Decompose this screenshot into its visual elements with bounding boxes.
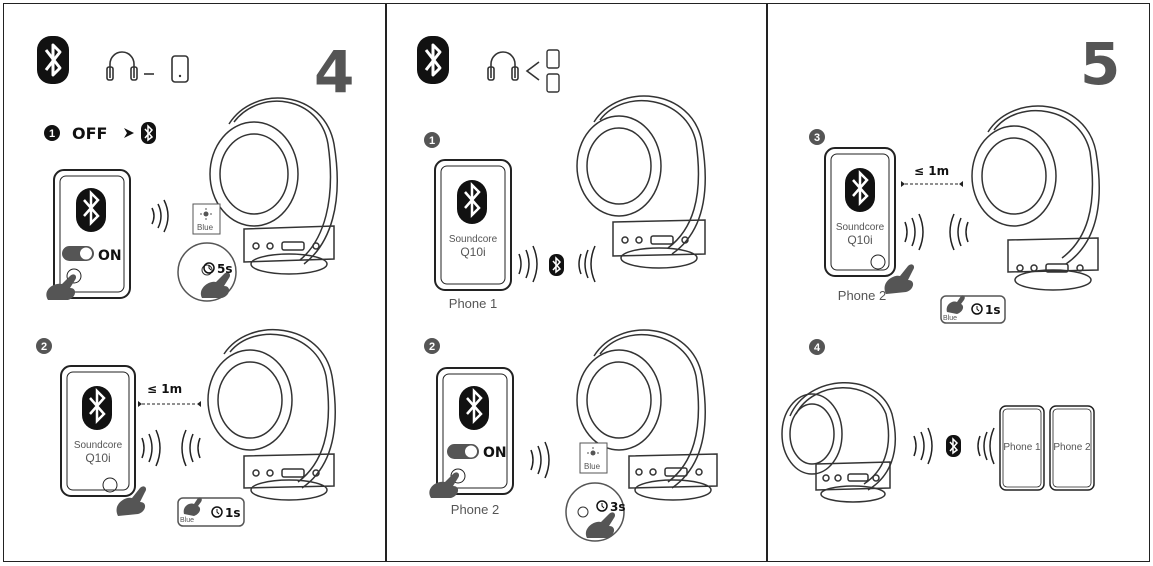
bluetooth-icon [37,36,69,84]
headphones-illustration [207,328,336,501]
timer-icon [971,303,983,315]
step-badge [809,129,825,145]
led-color-label: Blue [197,223,214,232]
phone-illustration [436,367,514,495]
headphones-illustration [576,95,706,269]
phone-illustration [434,159,512,291]
step-badge [424,132,440,148]
app-model: Q10i [847,233,872,247]
hand-pointer-icon [200,272,231,298]
headphones-icon [487,51,519,81]
phone-caption: Phone 1 [449,296,497,311]
phone-illustration [53,169,131,299]
bluetooth-icon [946,435,961,457]
signal-waves [904,213,969,251]
arrow-icon [124,128,134,138]
toggle-label: ON [98,248,122,264]
headphones-illustration [576,329,718,501]
headphones-illustration [209,97,338,275]
bluetooth-icon [549,254,564,276]
signal-waves [141,429,201,467]
hold-duration: 1s [225,506,241,520]
step-badge [36,338,52,354]
panel-multipoint-art: 1 Soundcore Q10i Phone 1 2 ON Phone 2 [417,36,718,542]
distance-label: ≤ 1m [914,164,949,178]
app-name: Soundcore [449,234,498,245]
timer-icon [203,262,215,274]
panel-section-4: 4 1 OFF ON Blue 5s [3,3,386,562]
phone-1 [999,405,1045,491]
step-badge [44,125,60,141]
step-number: 1 [429,135,435,147]
section-number: 4 [314,38,354,106]
hand-pointer-icon [946,295,965,314]
distance-label: ≤ 1m [147,382,182,396]
app-name: Soundcore [74,440,123,451]
app-model: Q10i [460,245,485,259]
panel-multipoint-pairing: 1 Soundcore Q10i Phone 1 2 ON Phone 2 [386,3,767,562]
phone-caption: Phone 2 [838,288,886,303]
step-number: 2 [429,341,435,353]
bluetooth-icon [417,36,449,84]
hold-duration: 5s [217,262,233,276]
off-label: OFF [72,124,107,143]
led-color-label: Blue [584,462,601,471]
hand-pointer-icon [429,472,460,498]
hand-pointer-icon [585,512,616,538]
step-number: 1 [49,128,55,140]
step-number: 3 [814,132,820,144]
phone-illustration [60,365,136,497]
phone-icon [546,49,560,93]
step-number: 2 [41,341,47,353]
timer-icon [596,500,608,512]
hand-pointer-icon [116,486,147,516]
section-number: 5 [1080,30,1120,98]
led-color-label: Blue [943,315,957,322]
hand-pointer-icon [884,264,915,294]
led-color-label: Blue [180,517,194,524]
step-badge [424,338,440,354]
headphones-icon [106,51,138,81]
phone-caption: Phone 2 [451,502,499,517]
button-press-callout [177,497,245,527]
step-number: 4 [814,342,821,354]
split-icon [525,61,540,81]
power-button-callout [565,482,625,542]
panel-section-4-art: 4 1 OFF ON Blue 5s [36,36,354,527]
phone-illustration [824,147,896,277]
panel-section-5-art: 5 3 Soundcore Q10i Phone 2 ≤ 1m Blue 1s [781,30,1120,503]
step-badge [809,339,825,355]
signal-waves [530,441,550,479]
button-press-callout [940,295,1006,324]
signal-waves [518,245,596,283]
timer-icon [211,506,223,518]
distance-indicator [901,181,963,187]
distance-indicator [138,401,201,407]
toggle-label: ON [483,445,507,461]
panel-section-5: 5 3 Soundcore Q10i Phone 2 ≤ 1m Blue 1s [767,3,1150,562]
phone-2 [1049,405,1095,491]
hand-pointer-icon [183,497,202,516]
led-light-icon [192,203,221,235]
led-light-icon [579,442,608,474]
hand-pointer-icon [46,274,77,300]
signal-waves [913,427,995,465]
app-model: Q10i [85,451,110,465]
hold-duration: 3s [610,500,626,514]
bluetooth-icon [141,122,156,144]
signal-waves [151,199,169,233]
headphones-illustration [971,105,1100,291]
app-name: Soundcore [836,222,885,233]
hold-duration: 1s [985,303,1001,317]
phone-1-label: Phone 1 [1003,442,1041,453]
phone-icon [171,55,189,83]
phone-2-label: Phone 2 [1053,442,1091,453]
headphones-illustration [781,382,897,503]
